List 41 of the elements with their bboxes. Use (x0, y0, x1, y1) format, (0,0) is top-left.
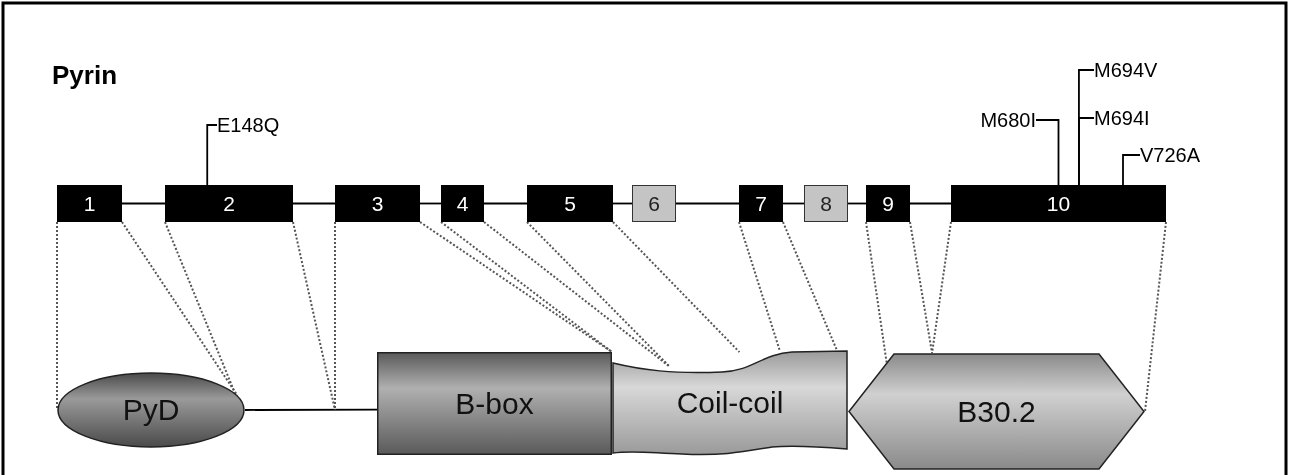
mutation-label: E148Q (217, 113, 297, 137)
exon-box: 7 (739, 185, 783, 222)
exon-box: 5 (527, 185, 613, 222)
leader-line (1035, 119, 1060, 186)
leader-line (1078, 117, 1095, 186)
domain-label: Coil-coil (676, 387, 784, 418)
exon-box: 3 (335, 185, 420, 222)
dotted-mapping-line (526, 221, 671, 368)
dotted-mapping-line (738, 221, 781, 351)
dotted-mapping-line (931, 221, 952, 354)
mutation-label: M694I (1094, 106, 1186, 130)
intron-line (419, 202, 442, 205)
mutation-label: M694V (1094, 58, 1189, 82)
intron-line (675, 202, 740, 205)
intron-line (782, 202, 805, 205)
exon-box: 10 (951, 185, 1166, 222)
leader-line (206, 124, 218, 186)
dotted-mapping-line (612, 221, 741, 354)
intron-line (909, 202, 952, 205)
exon-box: 2 (165, 185, 293, 222)
domain-label: PyD (122, 395, 180, 425)
intron-line (612, 202, 633, 205)
domain-label: B30.2 (957, 396, 1036, 427)
domain-label: B-box (455, 388, 534, 419)
dotted-mapping-line (292, 221, 336, 411)
exon-box: 4 (441, 185, 484, 222)
linker-line (244, 408, 378, 411)
exon-box: 8 (804, 185, 848, 222)
dotted-mapping-line (1144, 221, 1167, 413)
dotted-mapping-line (334, 221, 336, 411)
mutation-label: M680I (940, 108, 1036, 132)
diagram-title: Pyrin (52, 62, 118, 88)
mutation-label: V726A (1140, 143, 1238, 167)
intron-line (121, 202, 166, 205)
leader-line (1122, 154, 1141, 186)
exon-box: 6 (632, 185, 676, 222)
exon-box: 1 (57, 185, 122, 222)
dotted-mapping-line (909, 221, 934, 354)
intron-line (483, 202, 528, 205)
exon-box: 9 (866, 185, 910, 222)
intron-line (292, 202, 336, 205)
